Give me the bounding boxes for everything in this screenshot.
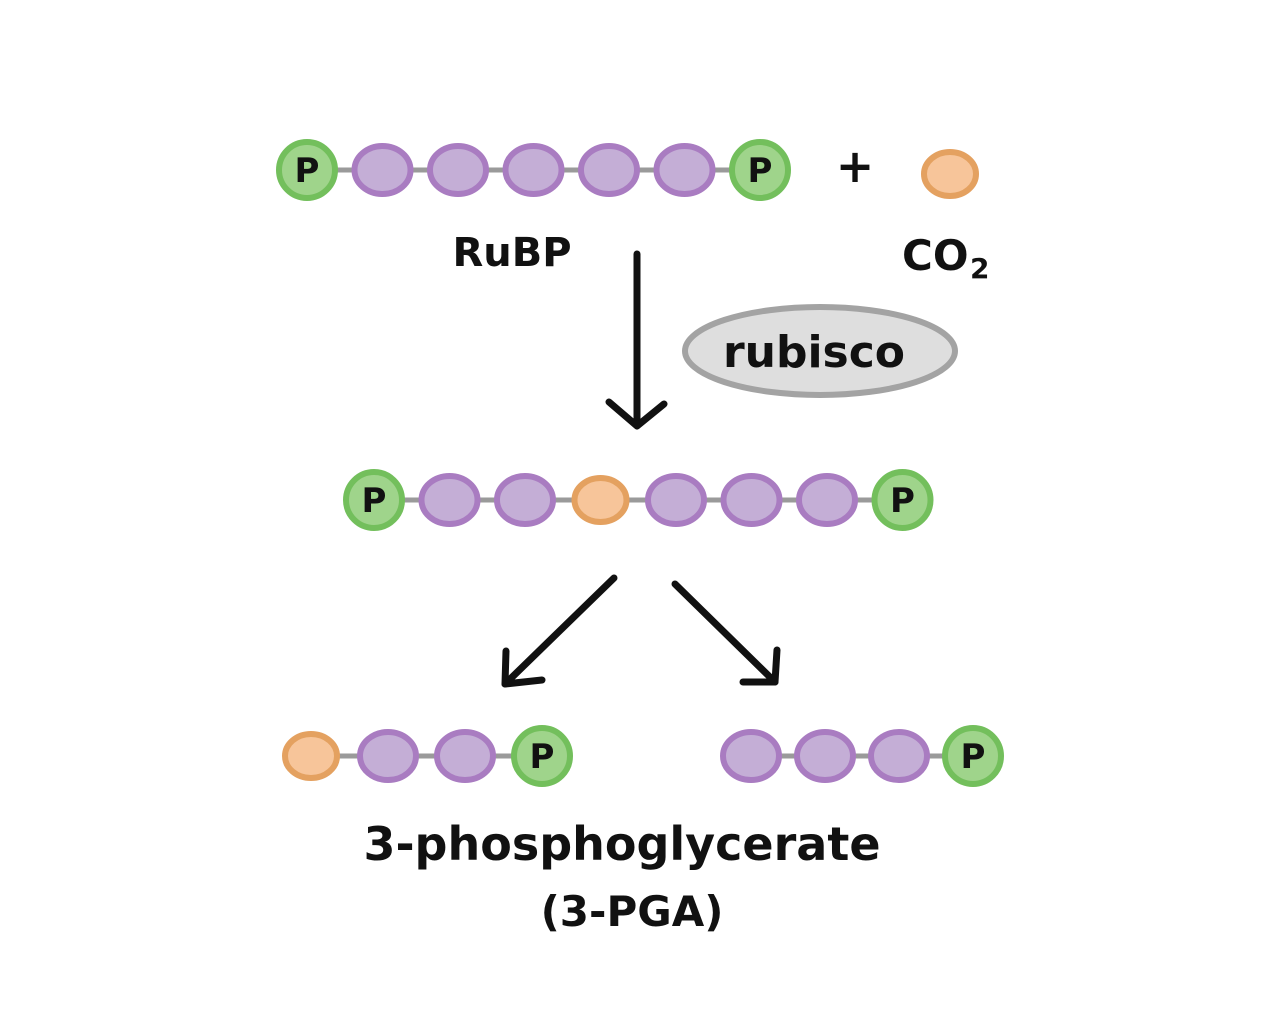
pga-molecule-left: P — [282, 725, 573, 787]
co2-label: CO 2 — [902, 231, 989, 285]
phosphate-group — [511, 725, 573, 787]
phosphate-label: P — [890, 481, 915, 521]
carbon-atom — [357, 729, 419, 783]
co2-carbon-atom — [921, 149, 979, 199]
rubisco-enzyme: rubisco — [682, 304, 958, 398]
product-abbreviation-label: (3-PGA) — [541, 887, 724, 936]
down-right-arrow-icon — [671, 580, 781, 686]
co2-molecule — [921, 149, 979, 199]
phosphate-group — [343, 469, 405, 531]
carbon-atom — [434, 729, 496, 783]
carbon-atom — [868, 729, 930, 783]
enzyme-blob — [682, 304, 958, 398]
plus-sign: + — [836, 139, 875, 193]
carbon-atom — [796, 473, 858, 527]
phosphate-group — [871, 469, 934, 531]
carbon-atom — [653, 143, 716, 197]
co2-label-main: CO — [902, 231, 969, 280]
carbon-atom — [502, 143, 565, 197]
phosphate-label: P — [295, 151, 320, 191]
phosphate-label: P — [748, 151, 773, 191]
carbon-atom — [720, 729, 782, 783]
carbon-atom — [645, 473, 707, 527]
rubp-label: RuBP — [452, 230, 571, 276]
phosphate-label: P — [362, 481, 387, 521]
product-name-label: 3-phosphoglycerate — [363, 817, 880, 871]
carbon-atom — [427, 143, 489, 197]
enzyme-label: rubisco — [723, 327, 905, 378]
co2-carbon-atom — [282, 731, 340, 781]
carbon-atom — [794, 729, 856, 783]
carbon-atom — [351, 143, 414, 197]
carbon-atom — [578, 143, 640, 197]
carbon-atom — [418, 473, 481, 527]
phosphate-group — [729, 139, 791, 201]
pga-molecule-right: P — [720, 725, 1004, 787]
carbon-atom — [720, 473, 783, 527]
down-left-arrow-icon — [501, 574, 618, 688]
phosphate-group — [276, 139, 338, 201]
phosphate-label: P — [961, 737, 986, 777]
phosphate-label: P — [530, 737, 555, 777]
co2-label-subscript: 2 — [970, 252, 989, 285]
down-arrow-icon — [605, 250, 668, 430]
phosphate-group — [942, 725, 1004, 787]
co2-carbon-atom — [571, 475, 630, 525]
carbon-atom — [494, 473, 556, 527]
